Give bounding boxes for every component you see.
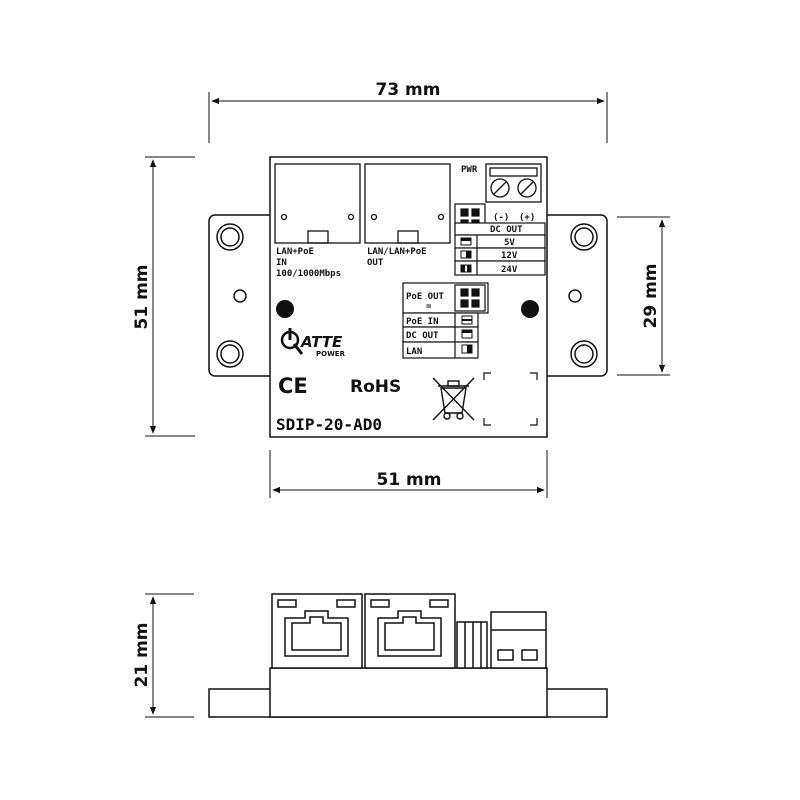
port-in-label-2: IN [276, 258, 287, 268]
mode-lan: LAN [406, 347, 422, 357]
label-area-corners [483, 372, 538, 426]
polarity-minus: (-) [493, 213, 509, 223]
board-hole-left [276, 300, 294, 318]
brand-sub: POWER [316, 350, 346, 358]
dim-side-height-label: 21 mm [132, 622, 152, 687]
brand-name: ATTE [300, 333, 343, 351]
port-out-label-2: OUT [367, 258, 384, 268]
left-mount-holes [216, 223, 247, 368]
rj45-in-port [274, 163, 361, 244]
voltage-24v: 24V [501, 265, 518, 275]
dim-board-width-label: 51 mm [376, 470, 441, 490]
voltage-12v: 12V [501, 251, 518, 261]
mode-poe-in: PoE IN [406, 317, 439, 327]
poe-out-label: PoE OUT [406, 292, 445, 302]
poe-out-eq: = [426, 302, 432, 312]
mode-jumper-icons [461, 315, 473, 354]
polarity-plus: (+) [519, 213, 535, 223]
voltage-jumper-icons [460, 237, 472, 273]
dim-top-width-label: 73 mm [375, 80, 440, 100]
dc-out-header: DC OUT [490, 225, 523, 235]
pwr-label: PWR [461, 165, 478, 175]
dimension-board-width [269, 450, 548, 498]
board-hole-right [521, 300, 539, 318]
port-out-label-1: LAN/LAN+PoE [367, 247, 427, 257]
port-in-label-1: LAN+PoE [276, 247, 314, 257]
poe-out-block [402, 282, 489, 314]
mode-table [402, 312, 479, 359]
side-view [208, 593, 608, 718]
dimension-mount-spacing [617, 216, 670, 376]
side-jumper [456, 621, 488, 669]
port-in-label-3: 100/1000Mbps [276, 269, 341, 279]
voltage-5v: 5V [504, 238, 515, 248]
rohs-mark: RoHS [350, 377, 401, 397]
mode-dc-out: DC OUT [406, 331, 439, 341]
model-number: SDIP-20-AD0 [276, 415, 382, 434]
dim-mount-spacing-label: 29 mm [641, 263, 661, 328]
power-terminal-block [485, 163, 542, 203]
dimension-board-height [145, 156, 195, 437]
weee-bin-icon [432, 377, 475, 421]
dim-board-height-label: 51 mm [132, 264, 152, 329]
dc-out-table [454, 222, 546, 276]
top-view: LAN+PoE IN 100/1000Mbps LAN/LAN+PoE OUT … [208, 156, 608, 438]
dimension-top-width [208, 92, 608, 143]
rj45-out-port [364, 163, 451, 244]
right-mount-holes [568, 223, 598, 368]
ce-mark: CE [278, 374, 308, 398]
dimension-side-height [145, 593, 194, 718]
atte-logo: ATTE POWER [280, 328, 346, 358]
side-housing [269, 667, 548, 718]
